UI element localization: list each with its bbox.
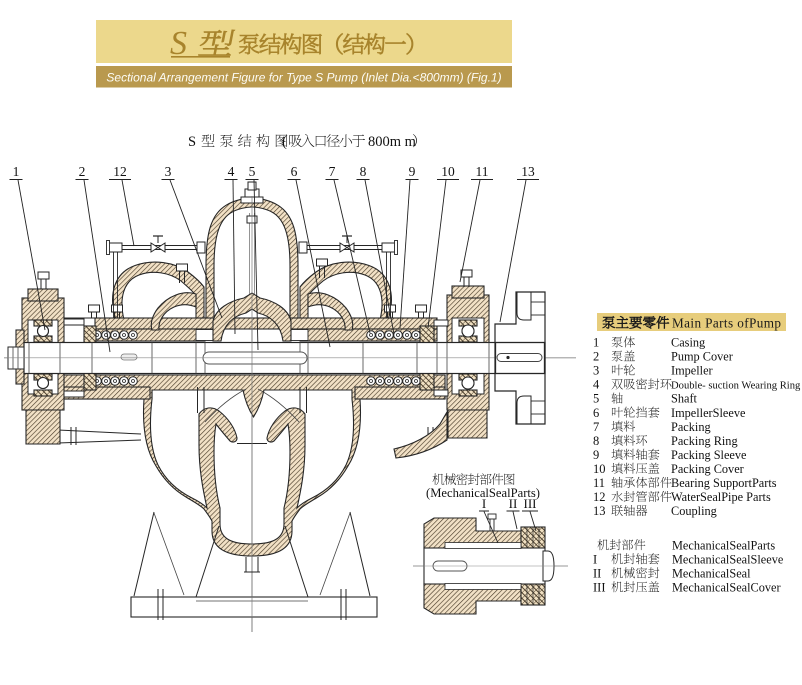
svg-text:Sectional Arrangement Figure f: Sectional Arrangement Figure for Type S …: [106, 71, 501, 85]
svg-text:9: 9: [409, 164, 416, 179]
svg-text:12: 12: [113, 164, 127, 179]
svg-text:12: 12: [593, 490, 606, 504]
svg-text:Packing Ring: Packing Ring: [671, 434, 738, 448]
svg-text:7: 7: [329, 164, 336, 179]
svg-text:I: I: [482, 496, 486, 511]
svg-text:1: 1: [13, 164, 20, 179]
svg-text:13: 13: [521, 164, 535, 179]
svg-text:Packing Cover: Packing Cover: [671, 462, 744, 476]
svg-text:II: II: [509, 496, 518, 511]
svg-text:3: 3: [165, 164, 172, 179]
svg-text:5: 5: [593, 392, 599, 406]
svg-text:MechanicalSeal: MechanicalSeal: [672, 566, 751, 580]
svg-text:Double- suction Wearing Ring: Double- suction Wearing Ring: [671, 381, 801, 392]
svg-text:S: S: [170, 25, 187, 62]
svg-text:III: III: [524, 496, 537, 511]
svg-text:MechanicalSealCover: MechanicalSealCover: [672, 580, 781, 594]
svg-text:Packing Sleeve: Packing Sleeve: [671, 448, 747, 462]
svg-text:Coupling: Coupling: [671, 504, 717, 518]
svg-text:MechanicalSealSleeve: MechanicalSealSleeve: [672, 552, 784, 566]
svg-text:2: 2: [593, 350, 599, 364]
svg-text:11: 11: [476, 164, 489, 179]
svg-text:800m m: 800m m: [368, 134, 417, 150]
svg-text:13: 13: [593, 504, 606, 518]
svg-text:11: 11: [593, 476, 605, 490]
svg-text:I: I: [593, 552, 597, 566]
svg-text:III: III: [593, 580, 606, 594]
svg-text:4: 4: [593, 378, 600, 392]
svg-text:WaterSealPipe Parts: WaterSealPipe Parts: [671, 490, 771, 504]
svg-text:MechanicalSealParts: MechanicalSealParts: [672, 538, 775, 552]
svg-text:10: 10: [593, 462, 606, 476]
svg-text:4: 4: [228, 164, 235, 179]
svg-text:3: 3: [593, 364, 599, 378]
svg-text:7: 7: [593, 420, 599, 434]
svg-text:2: 2: [79, 164, 86, 179]
svg-text:II: II: [593, 566, 601, 580]
svg-text:8: 8: [593, 434, 599, 448]
svg-text:Main Parts ofPump: Main Parts ofPump: [672, 316, 781, 331]
svg-text:10: 10: [441, 164, 455, 179]
svg-text:(MechanicalSealParts): (MechanicalSealParts): [426, 486, 540, 500]
svg-text:ImpellerSleeve: ImpellerSleeve: [671, 406, 746, 420]
svg-text:Impeller: Impeller: [671, 364, 713, 378]
svg-text:Shaft: Shaft: [671, 392, 698, 406]
svg-text:Bearing SupportParts: Bearing SupportParts: [671, 476, 777, 490]
svg-text:(: (: [282, 134, 287, 150]
svg-text:5: 5: [249, 164, 256, 179]
svg-text:1: 1: [593, 336, 599, 350]
svg-text:9: 9: [593, 448, 599, 462]
svg-text:6: 6: [291, 164, 298, 179]
svg-text:Pump Cover: Pump Cover: [671, 350, 733, 364]
svg-text:Casing: Casing: [671, 336, 705, 350]
svg-text:Packing: Packing: [671, 420, 711, 434]
svg-text:S: S: [188, 134, 196, 150]
svg-text:8: 8: [360, 164, 367, 179]
svg-text:6: 6: [593, 406, 599, 420]
